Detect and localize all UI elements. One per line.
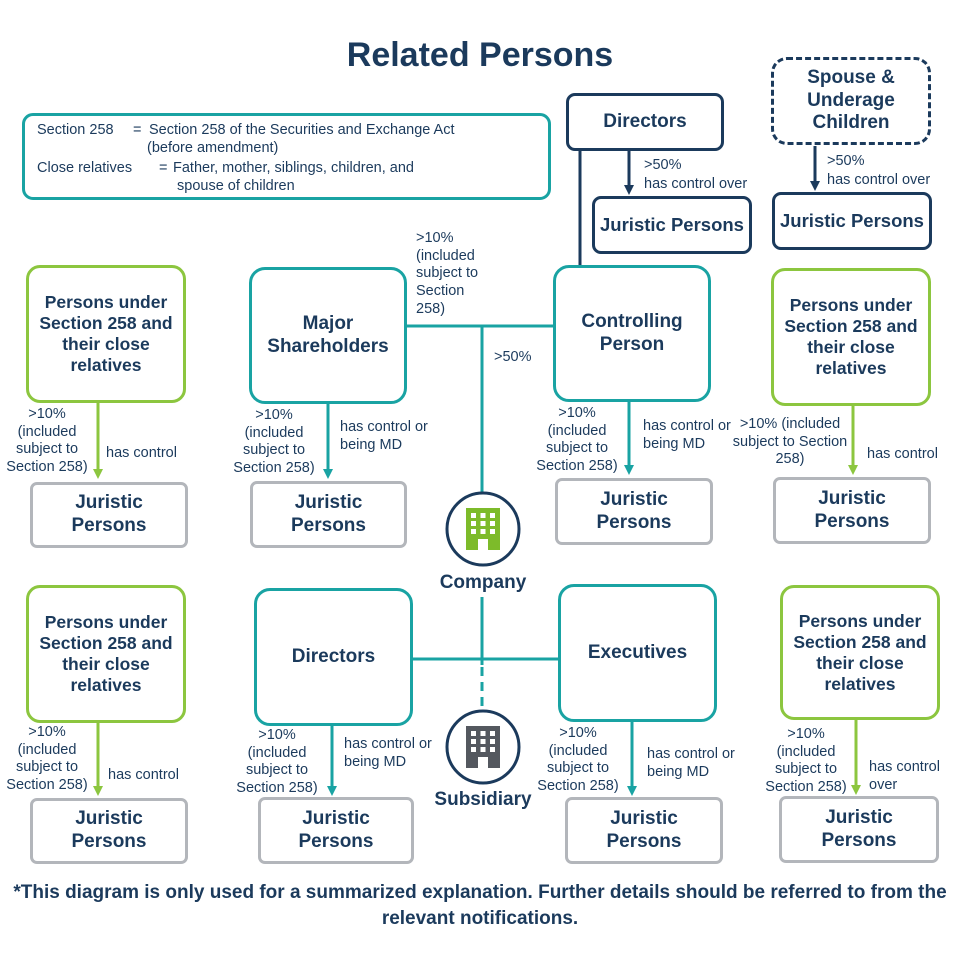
top-directors-box: Directors — [566, 93, 724, 151]
company-pct: >50% — [494, 349, 532, 365]
exe-pct: >10% (included subject to Section 258) — [537, 725, 619, 795]
legend-def-relatives: Father, mother, siblings, children, and — [173, 160, 414, 176]
definitions-legend: Section 258 = Section 258 of the Securit… — [22, 113, 551, 200]
exe-rel: has control or being MD — [647, 746, 735, 780]
lower-left-rel: has control — [108, 767, 179, 783]
major-shareholders-box: Major Shareholders — [249, 267, 407, 404]
dir-rel: has control or being MD — [344, 736, 432, 770]
executives-box: Executives — [558, 584, 717, 722]
dir-pct: >10% (included subject to Section 258) — [236, 727, 318, 797]
legend-def-section-2: (before amendment) — [147, 140, 279, 156]
lower-right-persons-box: Persons under Section 258 and their clos… — [780, 585, 940, 720]
page-title: Related Persons — [346, 36, 614, 74]
lower-left-juristic-box: Juristic Persons — [30, 798, 188, 864]
legend-eq: = — [159, 160, 168, 176]
upper-right-persons-box: Persons under Section 258 and their clos… — [771, 268, 931, 406]
company-building-icon — [444, 490, 522, 568]
legend-eq: = — [133, 122, 142, 138]
lower-left-pct: >10% (included subject to Section 258) — [6, 724, 88, 794]
dir-juristic-box: Juristic Persons — [258, 797, 414, 864]
upper-left-juristic-box: Juristic Persons — [30, 482, 188, 548]
cp-rel: has control or being MD — [643, 418, 731, 452]
spouse-rel: has control over — [827, 172, 931, 188]
legend-term-section: Section 258 — [37, 122, 114, 138]
spouse-pct: >50% — [827, 153, 865, 169]
upper-right-rel: has control — [867, 446, 938, 462]
top-directors-pct: >50% — [644, 157, 682, 173]
spouse-juristic-box: Juristic Persons — [772, 192, 932, 250]
top-directors-rel: has control over — [644, 176, 748, 192]
company-label: Company — [439, 572, 527, 593]
subsidiary-label: Subsidiary — [434, 789, 532, 810]
cp-juristic-box: Juristic Persons — [555, 478, 713, 545]
legend-def-relatives-2: spouse of children — [177, 178, 295, 194]
legend-def-section: Section 258 of the Securities and Exchan… — [149, 122, 455, 138]
lower-directors-box: Directors — [254, 588, 413, 726]
upper-left-rel: has control — [106, 445, 177, 461]
ms-rel: has control or being MD — [340, 419, 428, 453]
upper-right-pct: >10% (included subject to Section 258) — [732, 416, 848, 468]
lower-right-pct: >10% (included subject to Section 258) — [765, 726, 847, 796]
upper-right-juristic-box: Juristic Persons — [773, 477, 931, 544]
lower-left-persons-box: Persons under Section 258 and their clos… — [26, 585, 186, 723]
controlling-person-box: Controlling Person — [553, 265, 711, 402]
legend-term-relatives: Close relatives — [37, 160, 133, 176]
lower-right-rel: has control over — [869, 759, 940, 793]
exe-juristic-box: Juristic Persons — [565, 797, 723, 864]
link-pct: >10% (included subject to Section 258) — [416, 230, 479, 317]
upper-left-pct: >10% (included subject to Section 258) — [6, 406, 88, 476]
ms-juristic-box: Juristic Persons — [250, 481, 407, 548]
upper-left-persons-box: Persons under Section 258 and their clos… — [26, 265, 186, 403]
footnote: *This diagram is only used for a summari… — [13, 882, 947, 929]
cp-pct: >10% (included subject to Section 258) — [536, 405, 618, 475]
subsidiary-building-icon — [444, 708, 522, 786]
lower-right-juristic-box: Juristic Persons — [779, 796, 939, 863]
top-directors-juristic-box: Juristic Persons — [592, 196, 752, 254]
spouse-children-box: Spouse & Underage Children — [771, 57, 931, 145]
ms-pct: >10% (included subject to Section 258) — [233, 407, 315, 477]
